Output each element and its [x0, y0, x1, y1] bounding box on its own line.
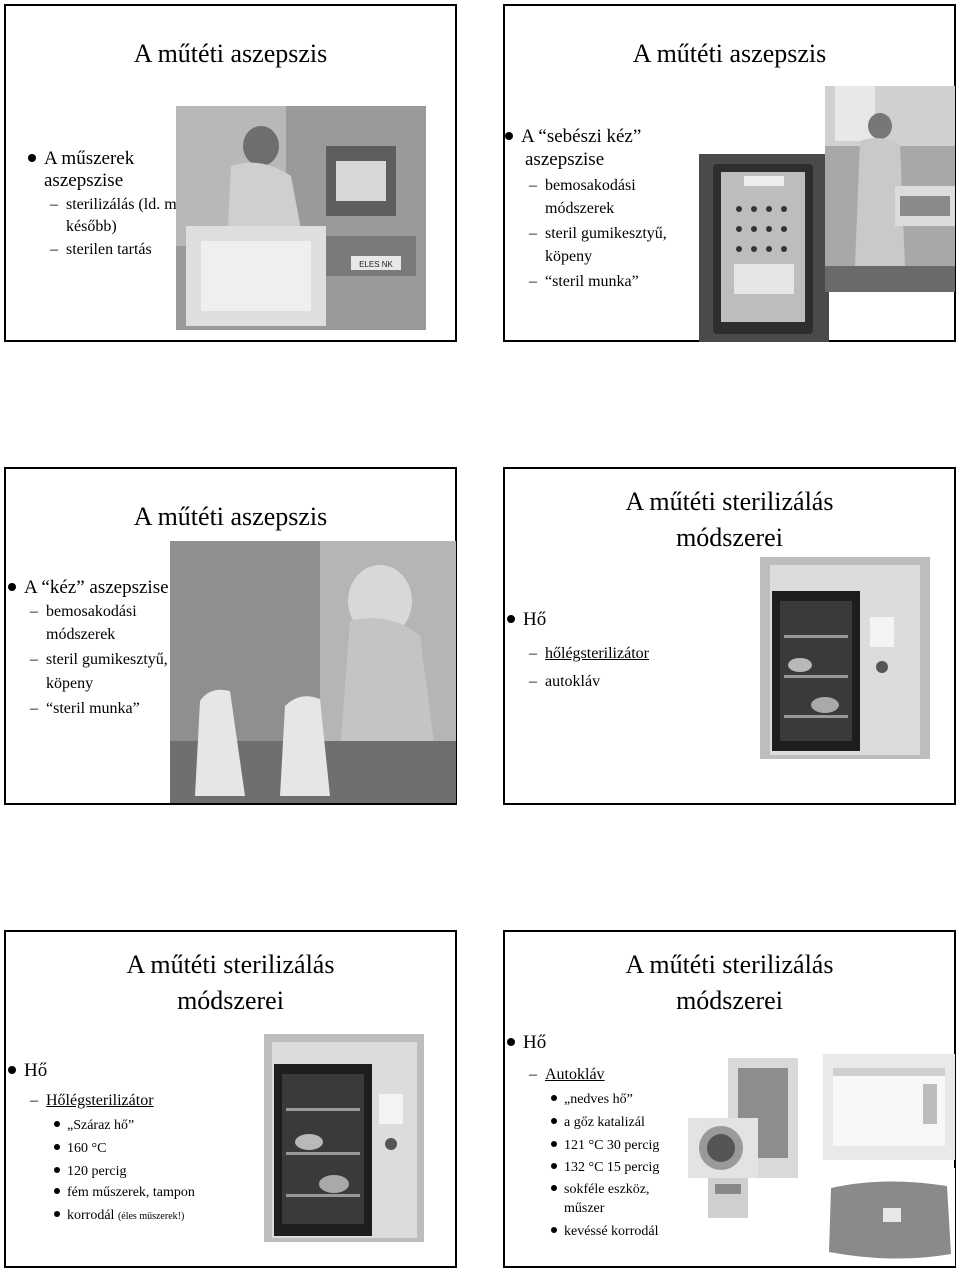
sub-item-continuation: módszerek [545, 200, 615, 217]
slide-5: A műtéti sterilizálás módszerei Hő –Hőlé… [4, 930, 457, 1268]
slide-title: A műtéti aszepszis [133, 502, 328, 531]
sub-item: –sterilizálás (ld. még [50, 196, 192, 213]
list-item: sokféle eszköz, [551, 1180, 650, 1199]
sub-item: –steril gumikesztyű, [529, 225, 667, 242]
bullet-dot-icon [551, 1184, 557, 1191]
slide-title: A műtéti aszepszis [133, 39, 328, 68]
bullet: A “sebészi kéz” [505, 126, 641, 148]
sub-item: –bemosakodási [30, 603, 137, 620]
sub-item-continuation: köpeny [46, 675, 94, 692]
slide-title-line1: A műtéti sterilizálás [126, 950, 335, 979]
sub-item: –steril gumikesztyű, [30, 651, 168, 668]
sub-item: –bemosakodási [529, 177, 636, 194]
slide-3: A műtéti aszepszis A “kéz” aszepszise –b… [4, 467, 457, 805]
photo-gloved-hands [170, 541, 456, 803]
slide-title-line2: módszerei [177, 986, 284, 1015]
slide-title-line1: A műtéti sterilizálás [625, 950, 834, 979]
sub-item-continuation: köpeny [545, 248, 593, 265]
bullet-dot-icon [551, 1140, 557, 1147]
bullet: A műszerek [28, 148, 134, 170]
bullet-dot-icon [28, 153, 36, 162]
bullet: Hő [8, 1060, 47, 1082]
bullet-dot-icon [551, 1162, 557, 1169]
photo-sterilizer-cabinet [823, 1054, 955, 1160]
photo-scrubbing-sink [825, 86, 955, 292]
slide-title-line2: módszerei [676, 523, 783, 552]
bullet-dot-icon [8, 1065, 16, 1074]
slide-6: A műtéti sterilizálás módszerei Hő –Auto… [503, 930, 956, 1268]
bullet-dot-icon [54, 1210, 60, 1217]
list-item: „nedves hő” [551, 1090, 633, 1109]
list-item: „Száraz hő” [54, 1116, 134, 1135]
slide-title: A műtéti aszepszis [632, 39, 827, 68]
sub-item: –sterilen tartás [50, 241, 152, 258]
sub-item: –“steril munka” [30, 700, 140, 717]
sub-item: –Hőlégsterilizátor [30, 1092, 154, 1109]
photo-sterilizer-door [699, 154, 829, 342]
list-item: 121 °C 30 percig [551, 1136, 659, 1155]
list-item-continuation: műszer [564, 1201, 605, 1216]
list-item: fém műszerek, tampon [54, 1183, 195, 1202]
slide-2: A műtéti aszepszis A “sebészi kéz” aszep… [503, 4, 956, 342]
sub-item: –hőlégsterilizátor [529, 645, 649, 662]
bullet-continuation: aszepszise [44, 170, 124, 191]
list-item: kevéssé korrodál [551, 1222, 658, 1241]
list-item: 120 percig [54, 1162, 126, 1181]
slide-title-line1: A műtéti sterilizálás [625, 487, 834, 516]
bullet: Hő [507, 1032, 546, 1054]
slide-title-line2: módszerei [676, 986, 783, 1015]
sub-item-continuation: később) [66, 218, 117, 235]
bullet-dot-icon [54, 1187, 60, 1194]
bullet-dot-icon [551, 1226, 557, 1233]
bullet-dot-icon [8, 582, 16, 591]
sub-item: –Autokláv [529, 1066, 605, 1083]
bullet-dot-icon [54, 1120, 60, 1127]
bullet-dot-icon [551, 1094, 557, 1101]
bullet-dot-icon [54, 1143, 60, 1150]
list-item: 160 °C [54, 1139, 106, 1158]
bullet: A “kéz” aszepszise [8, 577, 169, 599]
bullet-continuation: aszepszise [525, 149, 605, 170]
photo-sterile-drape [823, 1168, 955, 1266]
list-item: a gőz katalizál [551, 1113, 645, 1132]
bullet-dot-icon [507, 614, 515, 623]
photo-hot-air-sterilizer [264, 1034, 424, 1242]
slide-1: A műtéti aszepszis A műszerek aszepszise… [4, 4, 457, 342]
photo-surgeon-sterile-pack: ELES NK [176, 106, 426, 330]
bullet-dot-icon [505, 131, 513, 140]
bullet-dot-icon [54, 1166, 60, 1173]
bullet-dot-icon [551, 1117, 557, 1124]
photo-label: ELES NK [359, 260, 393, 269]
sub-item: –autokláv [529, 673, 601, 690]
list-item: korrodál (éles műszerek!) [54, 1206, 184, 1226]
bullet-dot-icon [507, 1037, 515, 1046]
slide-4: A műtéti sterilizálás módszerei Hő –hőlé… [503, 467, 956, 805]
photo-hot-air-sterilizer [760, 557, 930, 759]
sub-item: –“steril munka” [529, 273, 639, 290]
sub-item-continuation: módszerek [46, 626, 116, 643]
photo-autoclave-machines [683, 1058, 803, 1224]
list-item: 132 °C 15 percig [551, 1158, 659, 1177]
bullet: Hő [507, 609, 546, 631]
